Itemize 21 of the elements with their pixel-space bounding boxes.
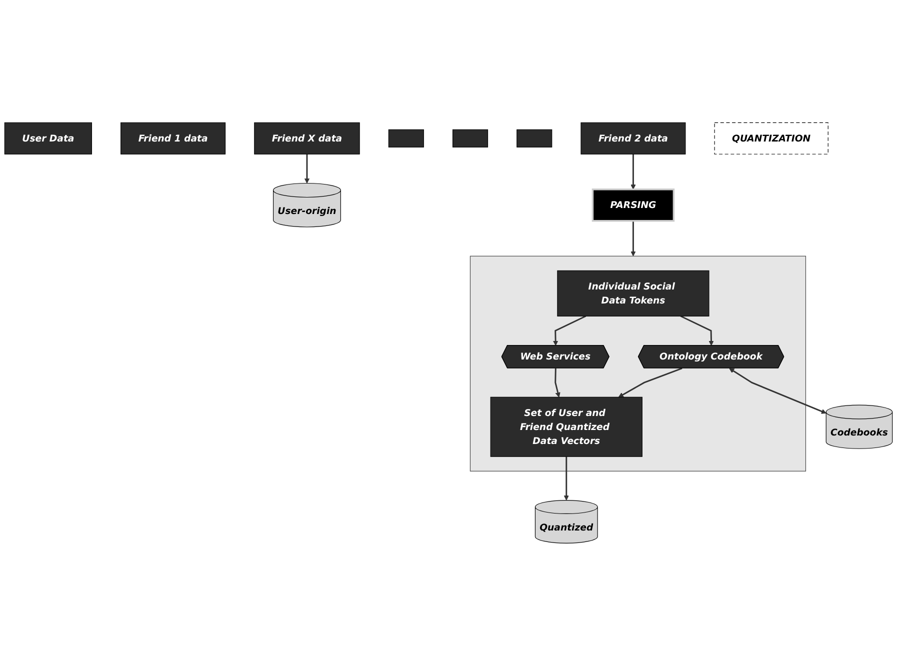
arrow xyxy=(618,367,682,397)
node-box: Individual Social Data Tokens xyxy=(557,270,710,316)
arrow xyxy=(729,368,826,414)
arrow xyxy=(680,315,714,346)
arrow xyxy=(630,154,636,190)
arrow xyxy=(304,154,310,184)
node-box: Friend 1 data xyxy=(120,122,226,154)
node-box: Friend X data xyxy=(254,122,360,154)
arrow xyxy=(554,368,560,397)
arrow xyxy=(564,456,569,500)
cluster xyxy=(470,255,806,472)
node-box: QUANTIZATION xyxy=(714,122,828,154)
arrow xyxy=(553,315,586,346)
node-box xyxy=(388,128,424,147)
node-box: User Data xyxy=(4,122,92,154)
node-box: Friend 2 data xyxy=(580,122,686,154)
arrow xyxy=(630,220,636,256)
node-box xyxy=(516,128,552,147)
node-box: PARSING xyxy=(592,188,675,222)
node-box: Set of User and Friend Quantized Data Vectors xyxy=(490,396,642,456)
node-box xyxy=(452,128,488,147)
